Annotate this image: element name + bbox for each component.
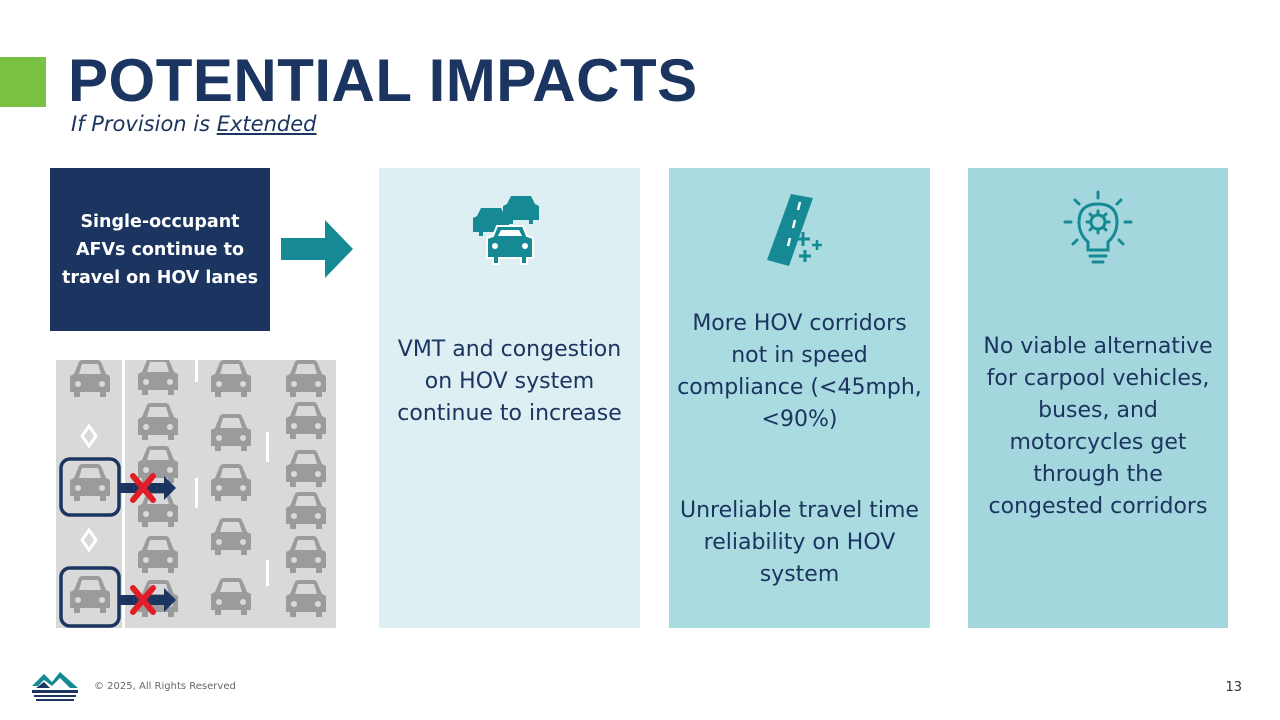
- impact-card-alternatives: No viable alternative for carpool vehicl…: [968, 168, 1228, 628]
- title-accent-bar: [0, 57, 46, 107]
- blocked-lane-change-lower: [120, 585, 176, 615]
- impact-text-alternatives: No viable alternative for carpool vehicl…: [983, 334, 1213, 519]
- impact-card-speed-compliance: More HOV corridors not in speed complian…: [669, 168, 930, 628]
- mag-logo: [32, 672, 78, 701]
- copyright: © 2025, All Rights Reserved: [94, 681, 236, 692]
- impact-text-congestion: VMT and congestion on HOV system continu…: [397, 337, 622, 426]
- traffic-cars-icon: [472, 196, 539, 265]
- impact-card-congestion: VMT and congestion on HOV system continu…: [379, 168, 640, 628]
- lightbulb-gear-icon: [1063, 190, 1133, 264]
- right-arrow-icon: [281, 220, 353, 278]
- subtitle-emphasis: Extended: [216, 112, 317, 136]
- page-title: POTENTIAL IMPACTS: [68, 47, 698, 114]
- cause-box: Single-occupant AFVs continue to travel …: [50, 168, 270, 331]
- subtitle-prefix: If Provision is: [71, 112, 217, 136]
- blocked-lane-change-upper: [120, 473, 176, 503]
- impact-text-travel-time: Unreliable travel time reliability on HO…: [680, 498, 919, 587]
- page-number: 13: [1225, 680, 1242, 695]
- impact-text-speed-compliance: More HOV corridors not in speed complian…: [677, 311, 922, 432]
- road-plus-icon: [766, 194, 822, 266]
- cause-text: Single-occupant AFVs continue to travel …: [62, 211, 258, 288]
- hov-lane-illustration: [56, 360, 336, 628]
- page-subtitle: If Provision is Extended: [71, 112, 316, 136]
